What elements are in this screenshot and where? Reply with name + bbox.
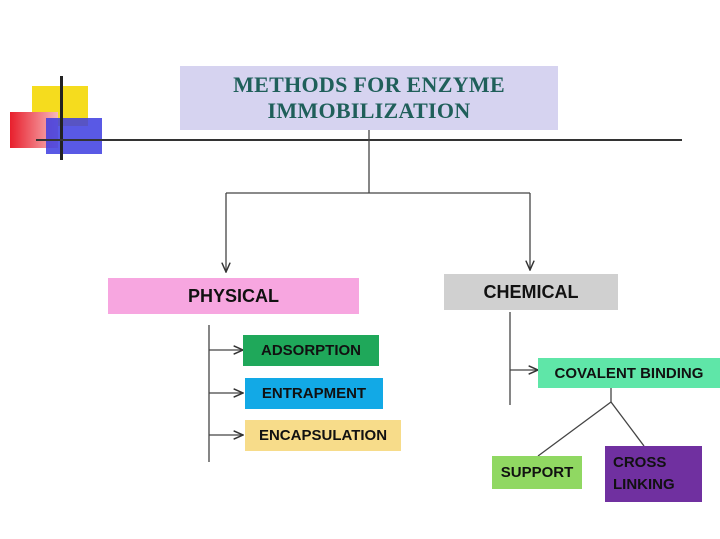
chemical-label: CHEMICAL (483, 281, 579, 302)
chemical-box: CHEMICAL (444, 274, 618, 310)
branch-to-support (537, 401, 612, 457)
entrapment-label: ENTRAPMENT (261, 385, 367, 402)
decorative-blue-square (46, 118, 102, 154)
adsorption-box: ADSORPTION (243, 335, 379, 366)
encapsulation-label: ENCAPSULATION (258, 427, 388, 444)
covalent-binding-box: COVALENT BINDING (538, 358, 720, 388)
encapsulation-box: ENCAPSULATION (245, 420, 401, 451)
support-box: SUPPORT (492, 456, 582, 489)
decorative-horizontal-rule (36, 139, 682, 141)
physical-box: PHYSICAL (108, 278, 359, 314)
decorative-vertical-bar (60, 76, 63, 160)
entrapment-box: ENTRAPMENT (245, 378, 383, 409)
physical-label: PHYSICAL (187, 285, 279, 306)
covalent-binding-label: COVALENT BINDING (554, 364, 704, 382)
title-line-1: METHODS FOR ENZYME (233, 72, 505, 97)
branch-to-cross-linking (610, 401, 645, 447)
diagram-title: METHODS FOR ENZYME IMMOBILIZATION (180, 66, 558, 130)
cross-linking-line-2: LINKING (613, 476, 675, 493)
support-label: SUPPORT (500, 464, 574, 481)
title-line-2: IMMOBILIZATION (267, 98, 471, 123)
adsorption-label: ADSORPTION (260, 342, 361, 359)
cross-linking-box: CROSS LINKING (605, 446, 702, 502)
cross-linking-line-1: CROSS (613, 454, 667, 471)
